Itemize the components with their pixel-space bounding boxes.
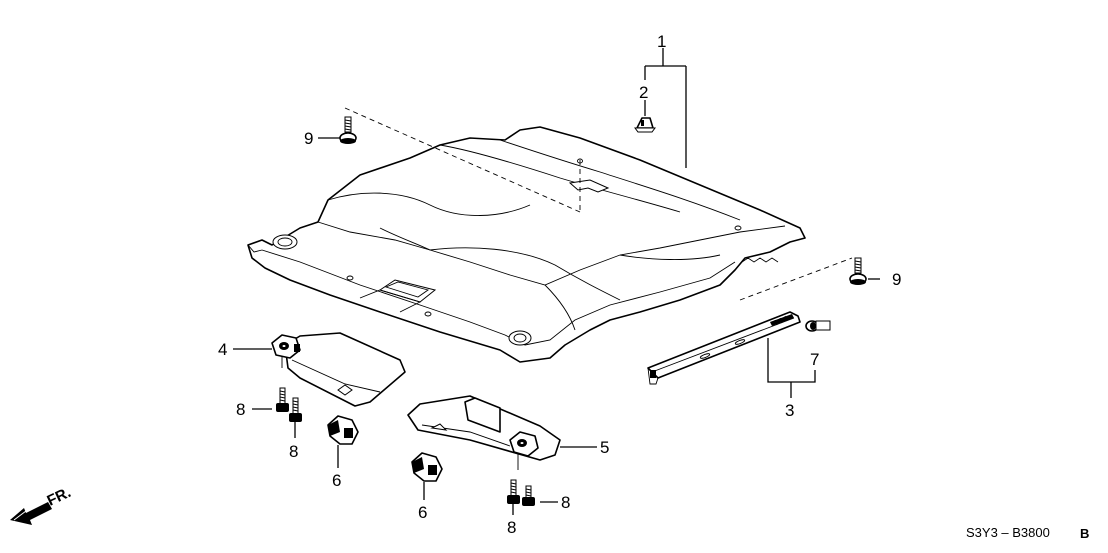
leader-lines [233,48,880,515]
clip-part-9-upper [339,116,357,144]
callout-7: 7 [810,350,819,369]
holder-part-6-a [327,415,359,445]
callout-6-b: 6 [418,503,427,522]
screw-part-8-c [507,479,520,504]
sun-visor-right [407,395,561,461]
callout-1: 1 [657,32,666,51]
clip-part-9-right [849,257,867,285]
fastener-part-7 [805,320,831,332]
callout-9-b: 9 [892,270,901,289]
callout-9-a: 9 [304,129,313,148]
front-label: FR. [45,484,74,510]
roof-lining [247,126,806,363]
screw-part-8-b [289,397,302,422]
front-direction-arrow: FR. [10,484,74,525]
callout-8-c: 8 [507,518,516,537]
rail-part-3 [647,311,801,385]
diagram-code: S3Y3 – B3800 B [966,525,1089,541]
callout-6-a: 6 [332,471,341,490]
callout-4: 4 [218,340,227,359]
callout-8-b: 8 [289,442,298,461]
callout-2: 2 [639,83,648,102]
diagram-code-text: S3Y3 – B3800 [966,525,1050,540]
callout-5: 5 [600,438,609,457]
screw-part-8-d [522,485,535,506]
callout-8-d: 8 [561,493,570,512]
callout-3: 3 [785,401,794,420]
screw-part-8-a [276,387,289,412]
dashed-guide-lines [344,107,853,301]
callout-8-a: 8 [236,400,245,419]
diagram-code-suffix: B [1080,526,1089,541]
holder-part-6-b [411,452,443,482]
sun-visor-left [271,332,406,407]
callout-labels: 1 2 3 4 5 6 6 7 8 8 8 8 9 9 [218,32,901,537]
clip-part-2 [634,117,656,133]
